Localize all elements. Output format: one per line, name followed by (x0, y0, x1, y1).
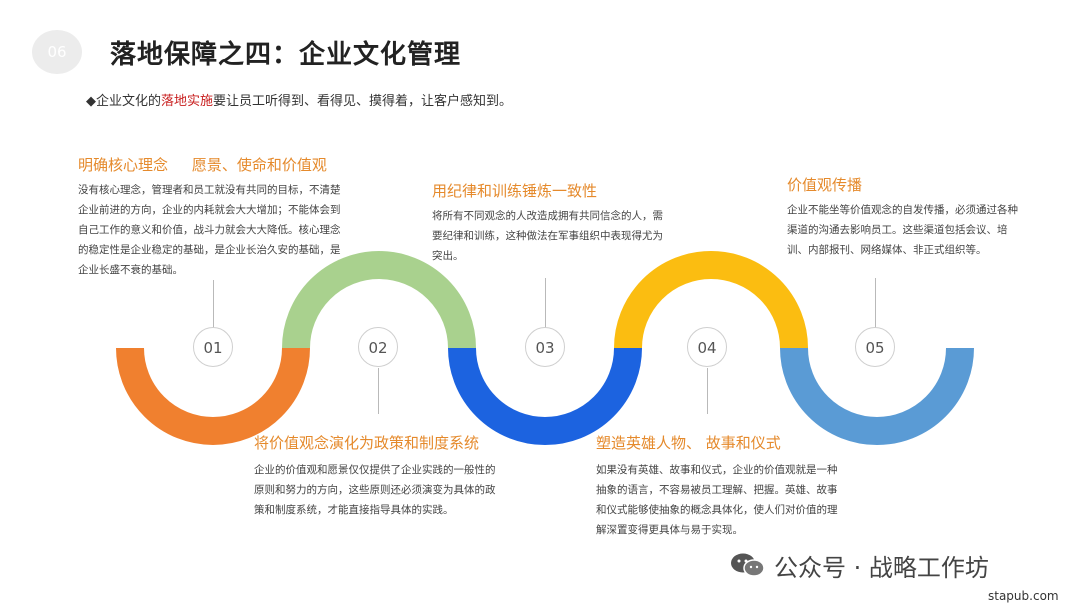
step-body: 企业的价值观和愿景仅仅提供了企业实践的一般性的原则和努力的方向，这些原则还必须演… (254, 464, 496, 516)
step-heading: 将价值观念演化为政策和制度系统 (254, 434, 480, 452)
intro-before: ◆企业文化的 (86, 94, 161, 109)
wave-arc-yellow (614, 251, 808, 349)
step-heading: 用纪律和训练锤炼一致性 (432, 182, 598, 200)
step-body: 如果没有英雄、故事和仪式，企业的价值观就是一种抽象的语言，不容易被员工理解、把握… (596, 464, 838, 536)
wave-arc-orange (116, 347, 310, 445)
intro-highlight: 落地实施 (161, 94, 214, 109)
connector-line-1 (213, 280, 214, 328)
connector-line-3 (545, 278, 546, 328)
step-heading: 明确核心理念 愿景、使命和价值观 (78, 156, 327, 174)
wave-arc-green (282, 251, 476, 349)
slide-number-badge: 06 (32, 30, 82, 74)
connector-line-2 (378, 368, 379, 414)
step-heading: 塑造英雄人物、 故事和仪式 (596, 434, 781, 452)
wechat-icon (731, 553, 765, 577)
connector-line-5 (875, 278, 876, 328)
intro-after: 要让员工听得到、看得见、摸得着，让客户感知到。 (213, 94, 513, 109)
site-url: stapub.com (988, 589, 1059, 603)
step-body: 将所有不同观念的人改造成拥有共同信念的人，需要纪律和训练，这种做法在军事组织中表… (432, 210, 663, 262)
step-number-circle: 04 (687, 327, 727, 367)
step-heading: 价值观传播 (787, 176, 863, 194)
watermark-text: 公众号 · 战略工作坊 (774, 554, 989, 582)
wave-arc-light-blue (780, 347, 974, 445)
page-title: 落地保障之四：企业文化管理 (110, 40, 462, 70)
step-number-circle: 05 (855, 327, 895, 367)
step-number-circle: 02 (358, 327, 398, 367)
intro-text: ◆企业文化的落地实施要让员工听得到、看得见、摸得着，让客户感知到。 (86, 90, 512, 109)
wave-arc-blue (448, 347, 642, 445)
step-number-circle: 03 (525, 327, 565, 367)
connector-line-4 (707, 368, 708, 414)
step-number-circle: 01 (193, 327, 233, 367)
step-body: 没有核心理念，管理者和员工就没有共同的目标，不清楚企业前进的方向，企业的内耗就会… (78, 184, 341, 276)
step-body: 企业不能坐等价值观念的自发传播，必须通过各种渠道的沟通去影响员工。这些渠道包括会… (787, 204, 1018, 256)
